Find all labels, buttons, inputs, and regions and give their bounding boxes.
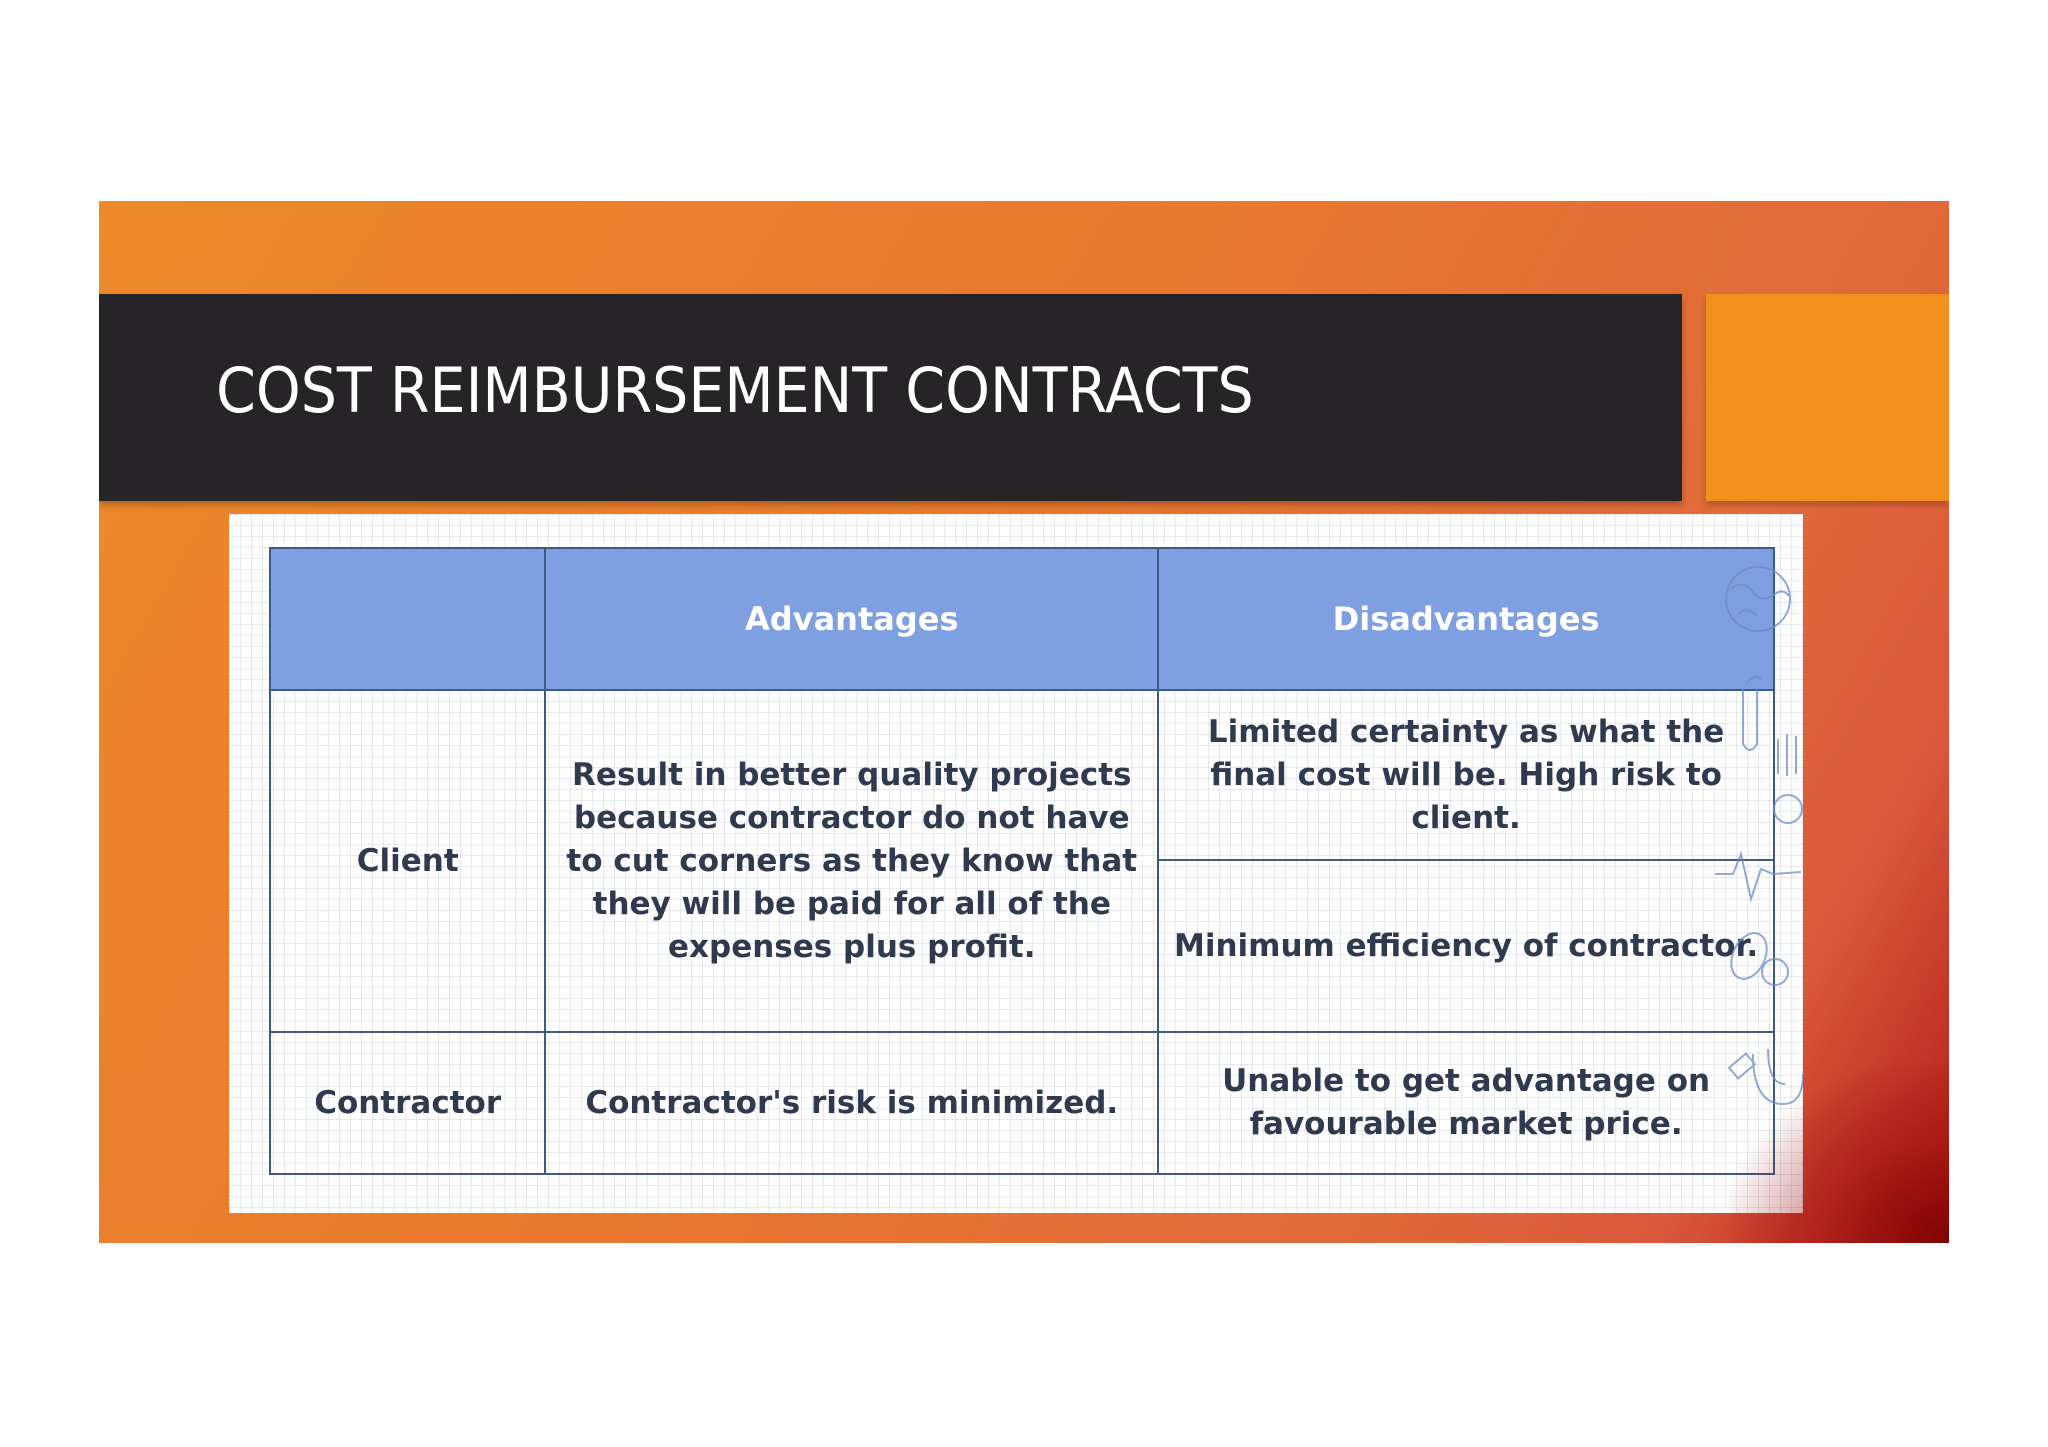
client-disadvantage-cell-1: Limited certainty as what the final cost…	[1157, 689, 1775, 861]
contractor-disadvantage-cell: Unable to get advantage on favourable ma…	[1157, 1031, 1775, 1175]
accent-block	[1706, 294, 1949, 501]
slide-title: COST REIMBURSEMENT CONTRACTS	[216, 354, 1254, 427]
header-advantages: Advantages	[544, 547, 1160, 691]
table-row: Minimum efficiency of contractor.	[270, 859, 1775, 1033]
table-row: Contractor Contractor's risk is minimize…	[268, 1031, 1775, 1175]
title-bar: COST REIMBURSEMENT CONTRACTS	[99, 294, 1682, 501]
client-advantage-cell: Result in better quality projects becaus…	[544, 689, 1160, 1033]
globe-icon	[1725, 566, 1791, 632]
table-header-row: Advantages Disadvantages	[268, 547, 1775, 691]
comparison-table: Advantages Disadvantages Client Result i…	[268, 547, 1775, 1175]
pills-icon	[1730, 932, 1789, 986]
client-disadvantage-cell-2: Minimum efficiency of contractor.	[1157, 859, 1775, 1033]
doodle-decorations	[1715, 566, 1803, 1106]
row-label-contractor: Contractor	[268, 1031, 547, 1175]
header-empty-cell	[268, 547, 547, 691]
test-tube-icon	[1742, 675, 1762, 751]
slide: COST REIMBURSEMENT CONTRACTS Advantages …	[99, 201, 1949, 1243]
bars-icon	[1773, 734, 1803, 824]
contractor-advantage-cell: Contractor's risk is minimized.	[544, 1031, 1160, 1175]
heartbeat-icon	[1715, 850, 1802, 903]
magnet-icon	[1727, 1048, 1803, 1106]
table-image: Advantages Disadvantages Client Result i…	[229, 514, 1803, 1213]
header-disadvantages: Disadvantages	[1157, 547, 1775, 691]
row-label-client: Client	[268, 689, 547, 1033]
table-row: Client Result in better quality projects…	[268, 689, 1775, 1033]
